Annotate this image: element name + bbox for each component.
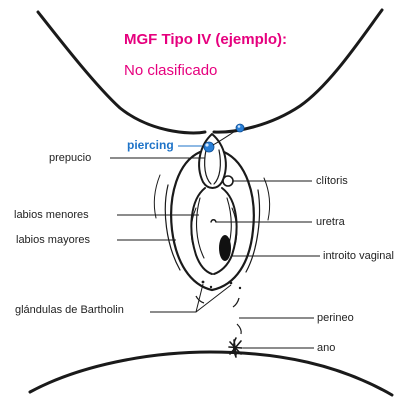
diagram-title: MGF Tipo IV (ejemplo): <box>124 31 287 48</box>
prepuce-outline <box>199 134 226 188</box>
label-ano: ano <box>317 342 335 355</box>
label-prepucio: prepucio <box>49 152 91 165</box>
labia-majora-outline <box>171 152 254 290</box>
diagram-subtitle: No clasificado <box>124 62 217 79</box>
right-thigh-outline <box>214 10 382 132</box>
labia-minora-right <box>214 188 237 274</box>
label-uretra: uretra <box>316 216 345 229</box>
blue-bead-icon <box>204 124 244 152</box>
label-perineo: perineo <box>317 312 354 325</box>
label-clitoris: clítoris <box>316 175 348 188</box>
clitoris-glans <box>223 176 233 186</box>
label-labios-mayores: labios mayores <box>16 234 90 247</box>
vaginal-introitus <box>219 235 231 261</box>
label-piercing: piercing <box>127 138 174 152</box>
urethral-opening <box>211 220 216 222</box>
label-glandulas-bartholin: glándulas de Bartholin <box>15 304 124 317</box>
label-labios-menores: labios menores <box>14 209 89 222</box>
lower-body-outline <box>30 352 392 395</box>
leader-bartholin <box>150 284 203 312</box>
labia-minora-left <box>191 188 212 274</box>
label-introito-vaginal: introito vaginal <box>323 250 394 263</box>
